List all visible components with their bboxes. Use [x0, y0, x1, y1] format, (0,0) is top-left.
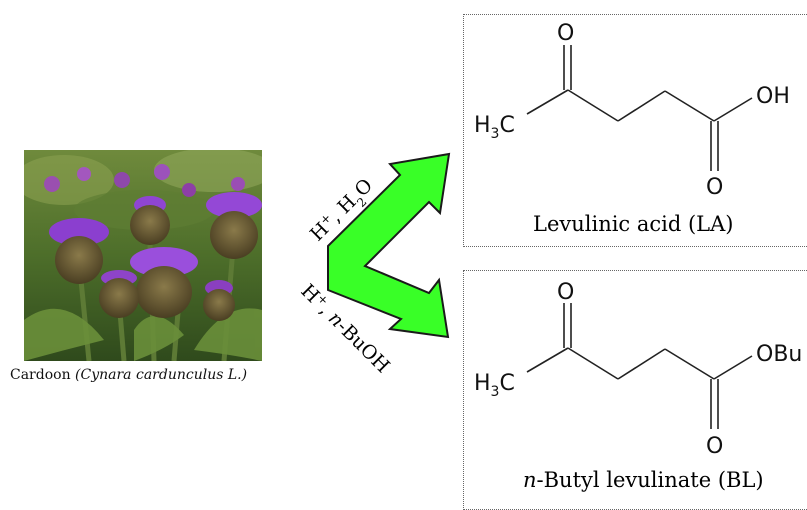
butyl-levulinate-structure [526, 303, 753, 429]
bl-name-label: n-Butyl levulinate (BL) [523, 468, 764, 492]
levulinic-acid-atoms: O H3C O OH [474, 21, 790, 200]
lower-cond-buoh: -BuOH [333, 316, 394, 377]
plant-caption-latin: (Cynara cardunculus L.) [75, 367, 248, 383]
upper-cond-o: O [350, 174, 377, 201]
cardoon-photo [24, 150, 262, 361]
bl-methyl-sub: 3 [491, 384, 500, 400]
la-bond-c5-oh [713, 97, 753, 122]
bl-bond-c4-c5 [664, 348, 715, 380]
la-end-group: OH [756, 84, 790, 109]
la-acid-oxygen: O [706, 175, 723, 200]
bl-methyl-label: H3C [474, 371, 515, 400]
la-bond-c3-c4 [617, 90, 666, 122]
bl-name-italic: n [523, 468, 537, 492]
la-name-label: Levulinic acid (LA) [533, 212, 733, 236]
la-ketone-oxygen: O [557, 21, 574, 46]
product-box-levulinic-acid [463, 14, 807, 247]
bl-name-rest: -Butyl levulinate (BL) [537, 468, 764, 492]
plant-caption-name: Cardoon [10, 367, 76, 383]
cardoon-photo-art [24, 150, 262, 361]
la-methyl-sub: 3 [491, 126, 500, 142]
bl-bond-c3-c4 [617, 348, 666, 380]
la-bond-c4-c5 [664, 90, 715, 122]
green-reaction-arrow [327, 152, 451, 339]
la-methyl-c: C [499, 113, 514, 138]
bl-bond-c1-c2 [526, 347, 569, 373]
bl-ketone-oxygen: O [557, 280, 574, 305]
bl-methyl-c: C [499, 371, 514, 396]
bl-ester-oxygen: O [706, 434, 723, 459]
bl-bond-c2-c3 [567, 347, 619, 380]
bl-end-group: OBu [756, 342, 802, 367]
levulinic-acid-structure [526, 45, 753, 171]
la-bond-c2-c3 [567, 89, 619, 122]
butyl-levulinate-atoms: O H3C O OBu [474, 280, 802, 459]
la-methyl-label: H3C [474, 113, 515, 142]
bl-methyl-h: H [474, 371, 491, 396]
plant-caption: Cardoon (Cynara cardunculus L.) [10, 367, 280, 383]
la-bond-c1-c2 [526, 89, 569, 115]
bl-bond-c5-obu [713, 355, 753, 380]
la-methyl-h: H [474, 113, 491, 138]
